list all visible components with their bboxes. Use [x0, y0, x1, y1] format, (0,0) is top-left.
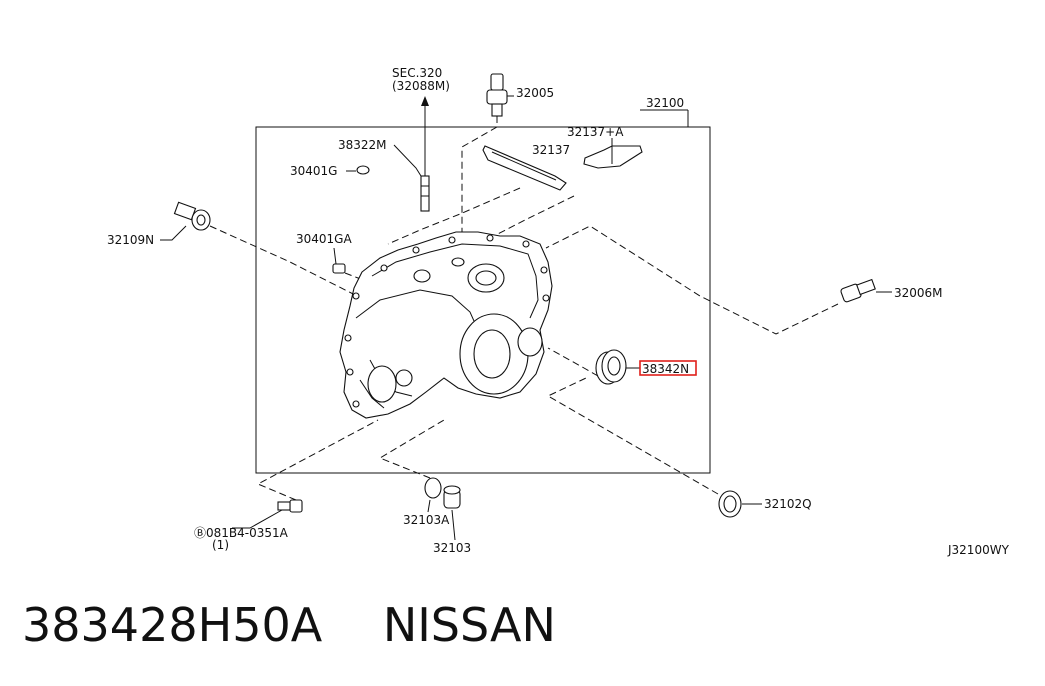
- arrow-up-icon: [421, 96, 429, 106]
- part-32005-sensor: [486, 73, 508, 117]
- label-30401GA: 30401GA: [296, 232, 352, 246]
- caption-part-number: 383428H50A: [22, 598, 323, 652]
- label-32006M: 32006M: [894, 286, 943, 300]
- label-32109N: 32109N: [107, 233, 154, 247]
- highlight-box-38342N: [639, 360, 697, 376]
- assembly-frame: [255, 126, 711, 474]
- part-32102Q-seal: [718, 490, 742, 518]
- part-32137A-bracket: [583, 145, 643, 169]
- caption-brand: NISSAN: [382, 598, 556, 652]
- label-38322M: 38322M: [338, 138, 387, 152]
- label-sec-ref: SEC.320: [392, 66, 442, 80]
- label-32103A: 32103A: [403, 513, 450, 527]
- label-08184-bolt: Ⓑ081B4-0351A: [194, 526, 289, 540]
- part-32006M-switch: [840, 278, 876, 303]
- part-32137-bracket: [482, 145, 567, 191]
- part-32109N-bolt: [173, 201, 211, 231]
- part-30401GA-nut: [332, 263, 346, 274]
- label-32102Q: 32102Q: [764, 497, 812, 511]
- part-38322M-stud: [420, 175, 430, 212]
- label-32103: 32103: [433, 541, 471, 555]
- part-38342N-oil-seal: [595, 349, 627, 385]
- part-30401G-nut: [356, 165, 370, 175]
- drawing-code: J32100WY: [947, 543, 1010, 557]
- part-32103A-gasket: [424, 477, 442, 499]
- part-transmission-housing: [339, 231, 553, 419]
- label-38342N: 38342N: [642, 362, 689, 376]
- label-32137A: 32137+A: [567, 125, 624, 139]
- part-32103-plug: [443, 485, 461, 509]
- label-08184-quantity: (1): [212, 538, 229, 552]
- label-frame-32100: 32100: [646, 96, 684, 110]
- label-32137: 32137: [532, 143, 570, 157]
- label-30401G: 30401G: [290, 164, 337, 178]
- label-32005: 32005: [516, 86, 554, 100]
- caption: 383428H50A NISSAN: [22, 598, 556, 652]
- label-sec-ref-sub: (32088M): [392, 79, 450, 93]
